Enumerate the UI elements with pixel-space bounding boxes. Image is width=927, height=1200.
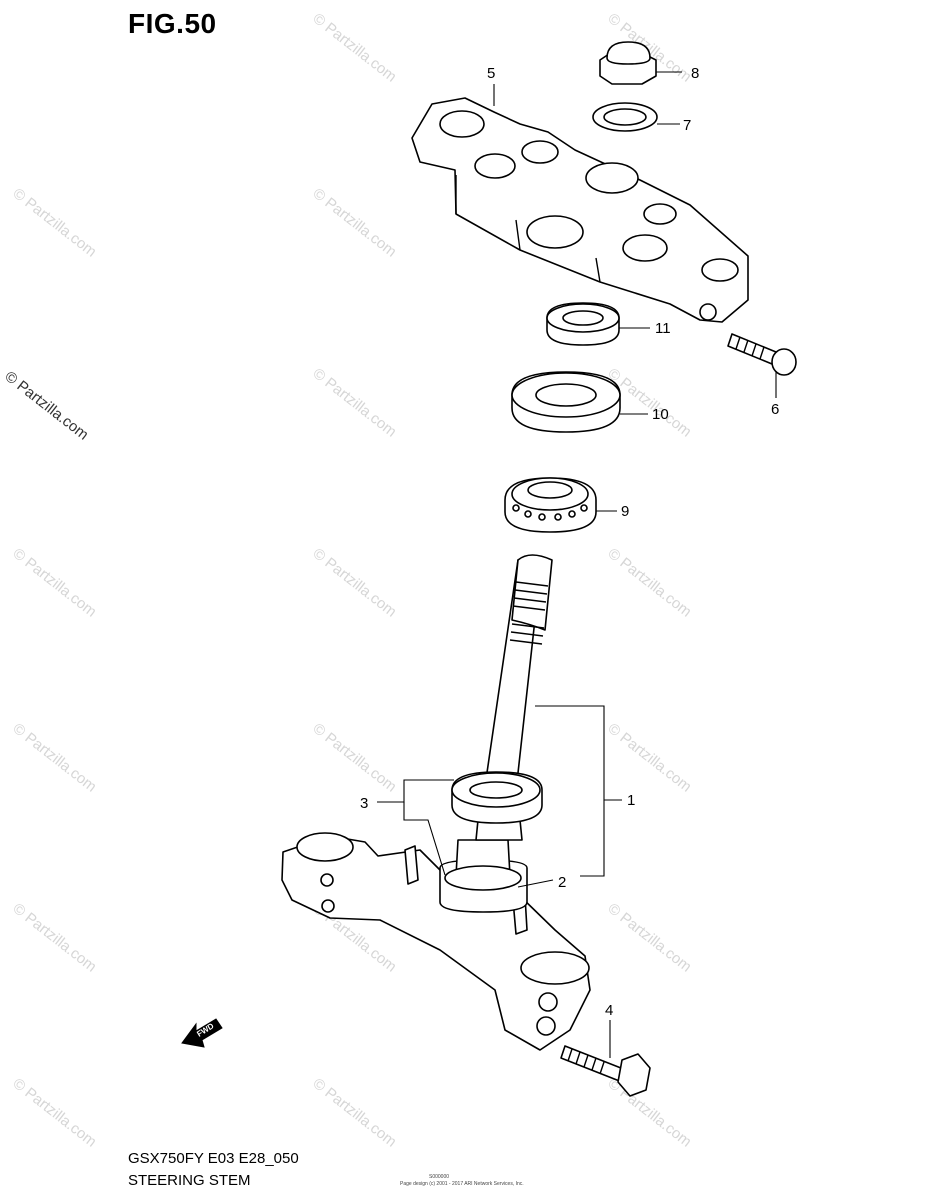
lower-seal-part: [444, 865, 522, 891]
lock-nut-part: [546, 302, 620, 346]
diagram-name: STEERING STEM: [128, 1172, 251, 1189]
forward-arrow-icon: FWD: [181, 1018, 223, 1048]
bearing-part: [504, 477, 597, 533]
washer-part: [592, 102, 658, 132]
callout-4: 4: [605, 1002, 613, 1019]
stem-bolt-part: [560, 1045, 651, 1097]
footer-code: S000000: [429, 1174, 450, 1180]
callout-5: 5: [487, 65, 495, 82]
steering-stem-part: [281, 554, 591, 1051]
callout-1: 1: [627, 792, 635, 809]
footer-credit: Page design (c) 2001 - 2017 ARI Network …: [400, 1181, 524, 1187]
model-code: GSX750FY E03 E28_050: [128, 1150, 299, 1167]
upper-bracket-part: [411, 97, 749, 323]
leader-lines: [377, 71, 777, 1058]
cap-nut-part: [599, 41, 657, 85]
callout-6: 6: [771, 401, 779, 418]
clamp-bolt-part: [727, 333, 797, 376]
stem-dust-seal-part: [451, 771, 543, 824]
callout-2: 2: [558, 874, 566, 891]
callout-9: 9: [621, 503, 629, 520]
callout-8: 8: [691, 65, 699, 82]
callout-7: 7: [683, 117, 691, 134]
callout-10: 10: [652, 406, 669, 423]
callout-3: 3: [360, 795, 368, 812]
callout-11: 11: [655, 320, 671, 337]
dust-seal-part: [511, 371, 621, 433]
figure-title: FIG.50: [128, 8, 217, 39]
